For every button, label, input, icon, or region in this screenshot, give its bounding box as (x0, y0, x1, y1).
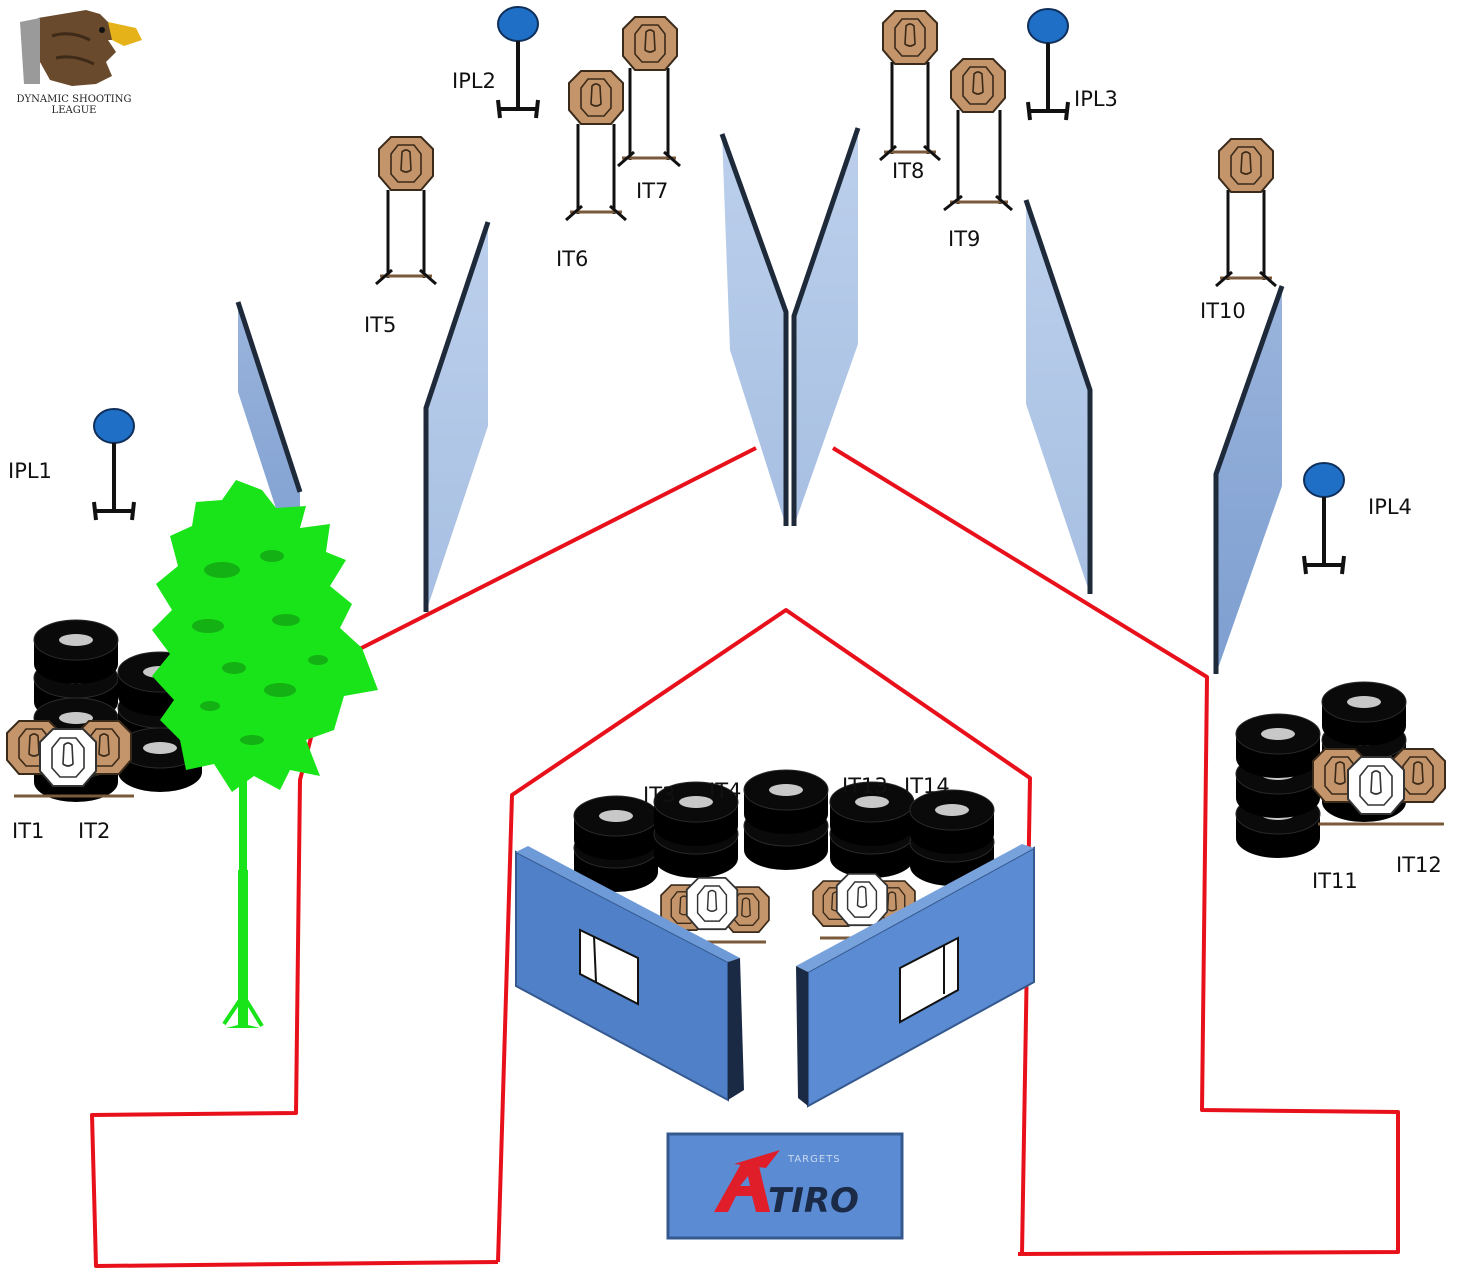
label-it12: IT12 (1396, 853, 1442, 877)
brand-small-text: TARGETS (787, 1154, 841, 1165)
target-it8 (879, 10, 941, 162)
barrier-panel-6 (1213, 285, 1285, 674)
label-ipl4: IPL4 (1368, 495, 1412, 519)
target-it10 (1215, 138, 1277, 288)
targets-it1-it2 (6, 720, 134, 798)
label-it1: IT1 (12, 819, 44, 843)
window-opening-left (579, 928, 639, 1006)
window-wall-right (796, 844, 1035, 1108)
barrier-panels (235, 127, 1285, 674)
window-opening-right (899, 936, 959, 1024)
popper-ipl3 (1026, 7, 1070, 122)
target-it6 (565, 70, 627, 222)
label-ipl1: IPL1 (8, 459, 52, 483)
logo-line2: LEAGUE (52, 105, 97, 116)
target-it7 (617, 16, 681, 168)
targets-it11-it12 (1312, 748, 1446, 826)
eagle-head-icon (20, 10, 142, 86)
target-it9 (943, 58, 1013, 212)
label-it9: IT9 (948, 227, 980, 251)
barrier-panel-4 (791, 127, 861, 526)
target-it5 (375, 136, 437, 286)
label-it13: IT13 (842, 774, 888, 798)
logo-line1: DYNAMIC SHOOTING (17, 94, 132, 105)
label-it3: IT3 (643, 783, 675, 807)
label-it4: IT4 (709, 779, 741, 803)
popper-ipl2 (496, 5, 540, 120)
label-it8: IT8 (892, 159, 924, 183)
label-it5: IT5 (364, 313, 396, 337)
popper-ipl4 (1302, 461, 1346, 576)
labels: IPL1 IPL2 IPL3 IPL4 IT1 IT2 IT3 IT4 IT5 … (8, 69, 1442, 893)
league-logo: DYNAMIC SHOOTING LEAGUE (17, 10, 142, 116)
barrier-panel-2 (423, 221, 491, 612)
popper-ipl1 (92, 407, 136, 522)
brand-sign: TARGETS TIRO (666, 1132, 904, 1240)
brand-logo-icon (714, 1150, 780, 1212)
label-it6: IT6 (556, 247, 588, 271)
label-it2: IT2 (78, 819, 110, 843)
fault-line-outer-right (831, 446, 1400, 1256)
label-it14: IT14 (904, 774, 950, 798)
brand-big-text: TIRO (768, 1181, 859, 1221)
label-it11: IT11 (1312, 869, 1358, 893)
barrier-panel-3 (719, 133, 789, 526)
label-ipl3: IPL3 (1074, 87, 1118, 111)
label-ipl2: IPL2 (452, 69, 496, 93)
barrier-panel-5 (1023, 199, 1093, 594)
window-wall-left (515, 846, 744, 1102)
label-it7: IT7 (636, 179, 668, 203)
label-it10: IT10 (1200, 299, 1246, 323)
tree-icon (152, 480, 378, 1028)
